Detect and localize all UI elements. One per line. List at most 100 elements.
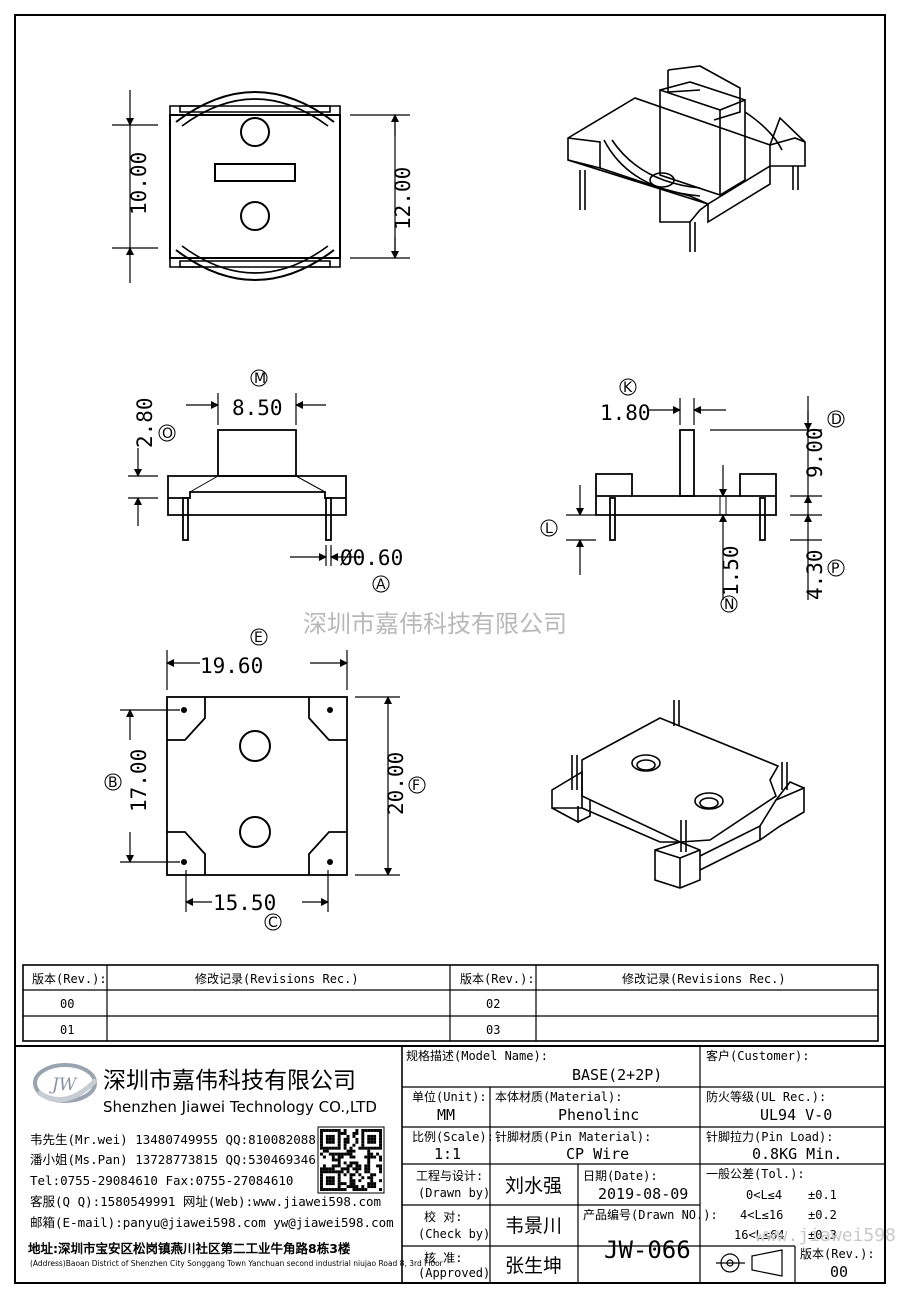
dim-front-a	[290, 545, 362, 566]
dim-17-00-label: 17.00	[127, 749, 151, 812]
pin-material-label: 针脚材质(Pin Material):	[495, 1129, 651, 1144]
contact-line-5: 邮箱(E-mail):panyu@jiawei598.com yw@jiawei…	[30, 1215, 394, 1230]
top-view	[169, 91, 341, 281]
tol-range-0: 0<L≤4	[746, 1188, 782, 1202]
dim-front-m	[186, 393, 326, 425]
approved-label-en: (Approved)	[418, 1266, 490, 1280]
contact-line-4: 客服(Q Q):1580549991 网址(Web):www.jiawei598…	[30, 1194, 381, 1209]
approved-label-cn: 核 准:	[424, 1251, 462, 1265]
contact-line-3: Tel:0755-29084610 Fax:0755-27084610	[30, 1173, 293, 1188]
date-value: 2019-08-09	[598, 1185, 688, 1203]
dim-bottom-f	[355, 696, 400, 876]
bubble-c-text: C	[268, 915, 278, 931]
check-label-en: (Check by)	[418, 1227, 490, 1241]
address-cn: 地址:深圳市宝安区松岗镇燕川社区第二工业牛角路8栋3楼	[28, 1241, 351, 1256]
customer-label: 客户(Customer):	[706, 1048, 809, 1063]
dim-side-k	[648, 398, 726, 425]
tol-label: 一般公差(Tol.):	[706, 1166, 805, 1181]
dim-1-80-label: 1.80	[600, 401, 651, 425]
drawn-label-cn: 工程与设计:	[416, 1168, 483, 1183]
iso-view-bottom	[551, 700, 805, 889]
bubble-l	[540, 519, 558, 537]
bubble-m-text: M	[254, 371, 266, 387]
dim-10-label: 10.00	[127, 152, 151, 215]
drawn-label-en: (Drawn by)	[418, 1186, 490, 1200]
rev-row-1-left: 01	[60, 1023, 74, 1037]
bubble-m	[250, 369, 268, 387]
bubble-n-text: N	[724, 597, 734, 613]
bubble-c	[264, 913, 282, 931]
unit-label: 单位(Unit):	[412, 1089, 487, 1104]
dim-2-80-label: 2.80	[133, 397, 157, 448]
dim-15-50-label: 15.50	[213, 891, 276, 915]
contact-line-2: 潘小姐(Ms.Pan) 13728773815 QQ:530469346	[30, 1152, 316, 1167]
date-label: 日期(Date):	[583, 1169, 658, 1183]
watermark-text: 深圳市嘉伟科技有限公司	[303, 610, 567, 638]
dim-9-00-label: 9.00	[803, 427, 827, 478]
ul-label: 防火等级(UL Rec.):	[706, 1089, 826, 1104]
bubble-l-text: L	[545, 521, 553, 537]
bubble-a	[372, 575, 390, 593]
check-value: 韦景川	[505, 1215, 562, 1237]
tol-value-1: ±0.2	[808, 1208, 837, 1222]
rev-header-left: 版本(Rev.):	[32, 972, 107, 986]
url-watermark: www.jiawei598.com	[755, 1225, 900, 1246]
bubble-d	[827, 410, 845, 428]
tol-range-2: 16<L≤64	[734, 1228, 785, 1242]
dim-19-60-label: 19.60	[200, 654, 263, 678]
bubble-e-text: E	[254, 630, 263, 646]
dim-0-60-label: Ø0.60	[340, 546, 403, 570]
projection-symbol	[716, 1249, 783, 1277]
dim-4-30-label: 4.30	[803, 549, 827, 600]
bubble-o-text: O	[162, 426, 173, 442]
bottom-view-pins	[181, 707, 333, 865]
bubble-b	[104, 773, 122, 791]
pin-load-label: 针脚拉力(Pin Load):	[706, 1129, 833, 1144]
rec-header-right: 修改记录(Revisions Rec.)	[622, 971, 786, 986]
ul-value: UL94 V-0	[760, 1106, 832, 1124]
dim-top-10	[112, 90, 158, 283]
model-label: 规格描述(Model Name):	[406, 1048, 548, 1063]
pin-material-value: CP Wire	[566, 1145, 629, 1163]
bubble-e	[250, 628, 268, 646]
dim-front-o	[128, 448, 158, 526]
rev-row-1-right: 03	[486, 1023, 500, 1037]
bubble-k-text: K	[623, 380, 633, 396]
unit-value: MM	[437, 1106, 455, 1124]
title-block-grid	[15, 1045, 885, 1283]
dim-1-50-label: 1.50	[719, 545, 743, 596]
company-name-cn: 深圳市嘉伟科技有限公司	[103, 1068, 356, 1094]
dim-bottom-b	[120, 709, 180, 863]
bubble-b-text: B	[108, 775, 118, 791]
company-name-en: Shenzhen Jiawei Technology CO.,LTD	[103, 1098, 377, 1116]
sheet-border	[14, 14, 886, 1284]
pin-load-value: 0.8KG Min.	[752, 1145, 842, 1163]
version-value: 00	[830, 1263, 848, 1281]
check-label-cn: 校 对:	[424, 1209, 462, 1224]
revision-table	[22, 964, 879, 1042]
dim-8-50-label: 8.50	[232, 396, 283, 420]
bubble-a-text: A	[376, 577, 386, 593]
rev-row-0-left: 00	[60, 997, 74, 1011]
tol-value-0: ±0.1	[808, 1188, 837, 1202]
bubble-o	[158, 424, 176, 442]
qr-code	[317, 1126, 385, 1194]
bubble-f	[408, 776, 426, 794]
iso-view-top	[567, 65, 806, 252]
drawno-label: 产品编号(Drawn NO.):	[583, 1207, 718, 1222]
tol-range-1: 4<L≤16	[740, 1208, 783, 1222]
material-label: 本体材质(Material):	[495, 1090, 622, 1104]
scale-value: 1:1	[434, 1145, 461, 1163]
approved-value: 张生坤	[505, 1255, 562, 1277]
dim-12-label: 12.00	[391, 167, 415, 230]
dim-side-d	[710, 396, 822, 515]
material-value: Phenolinc	[558, 1106, 639, 1124]
dim-bottom-e	[166, 650, 348, 690]
model-value: BASE(2+2P)	[572, 1066, 662, 1084]
contact-line-1: 韦先生(Mr.wei) 13480749955 QQ:810082088	[30, 1132, 316, 1147]
dim-side-l	[566, 485, 596, 575]
dim-side-p	[790, 514, 822, 600]
bottom-view	[166, 696, 348, 876]
bubble-d-text: D	[831, 412, 842, 428]
